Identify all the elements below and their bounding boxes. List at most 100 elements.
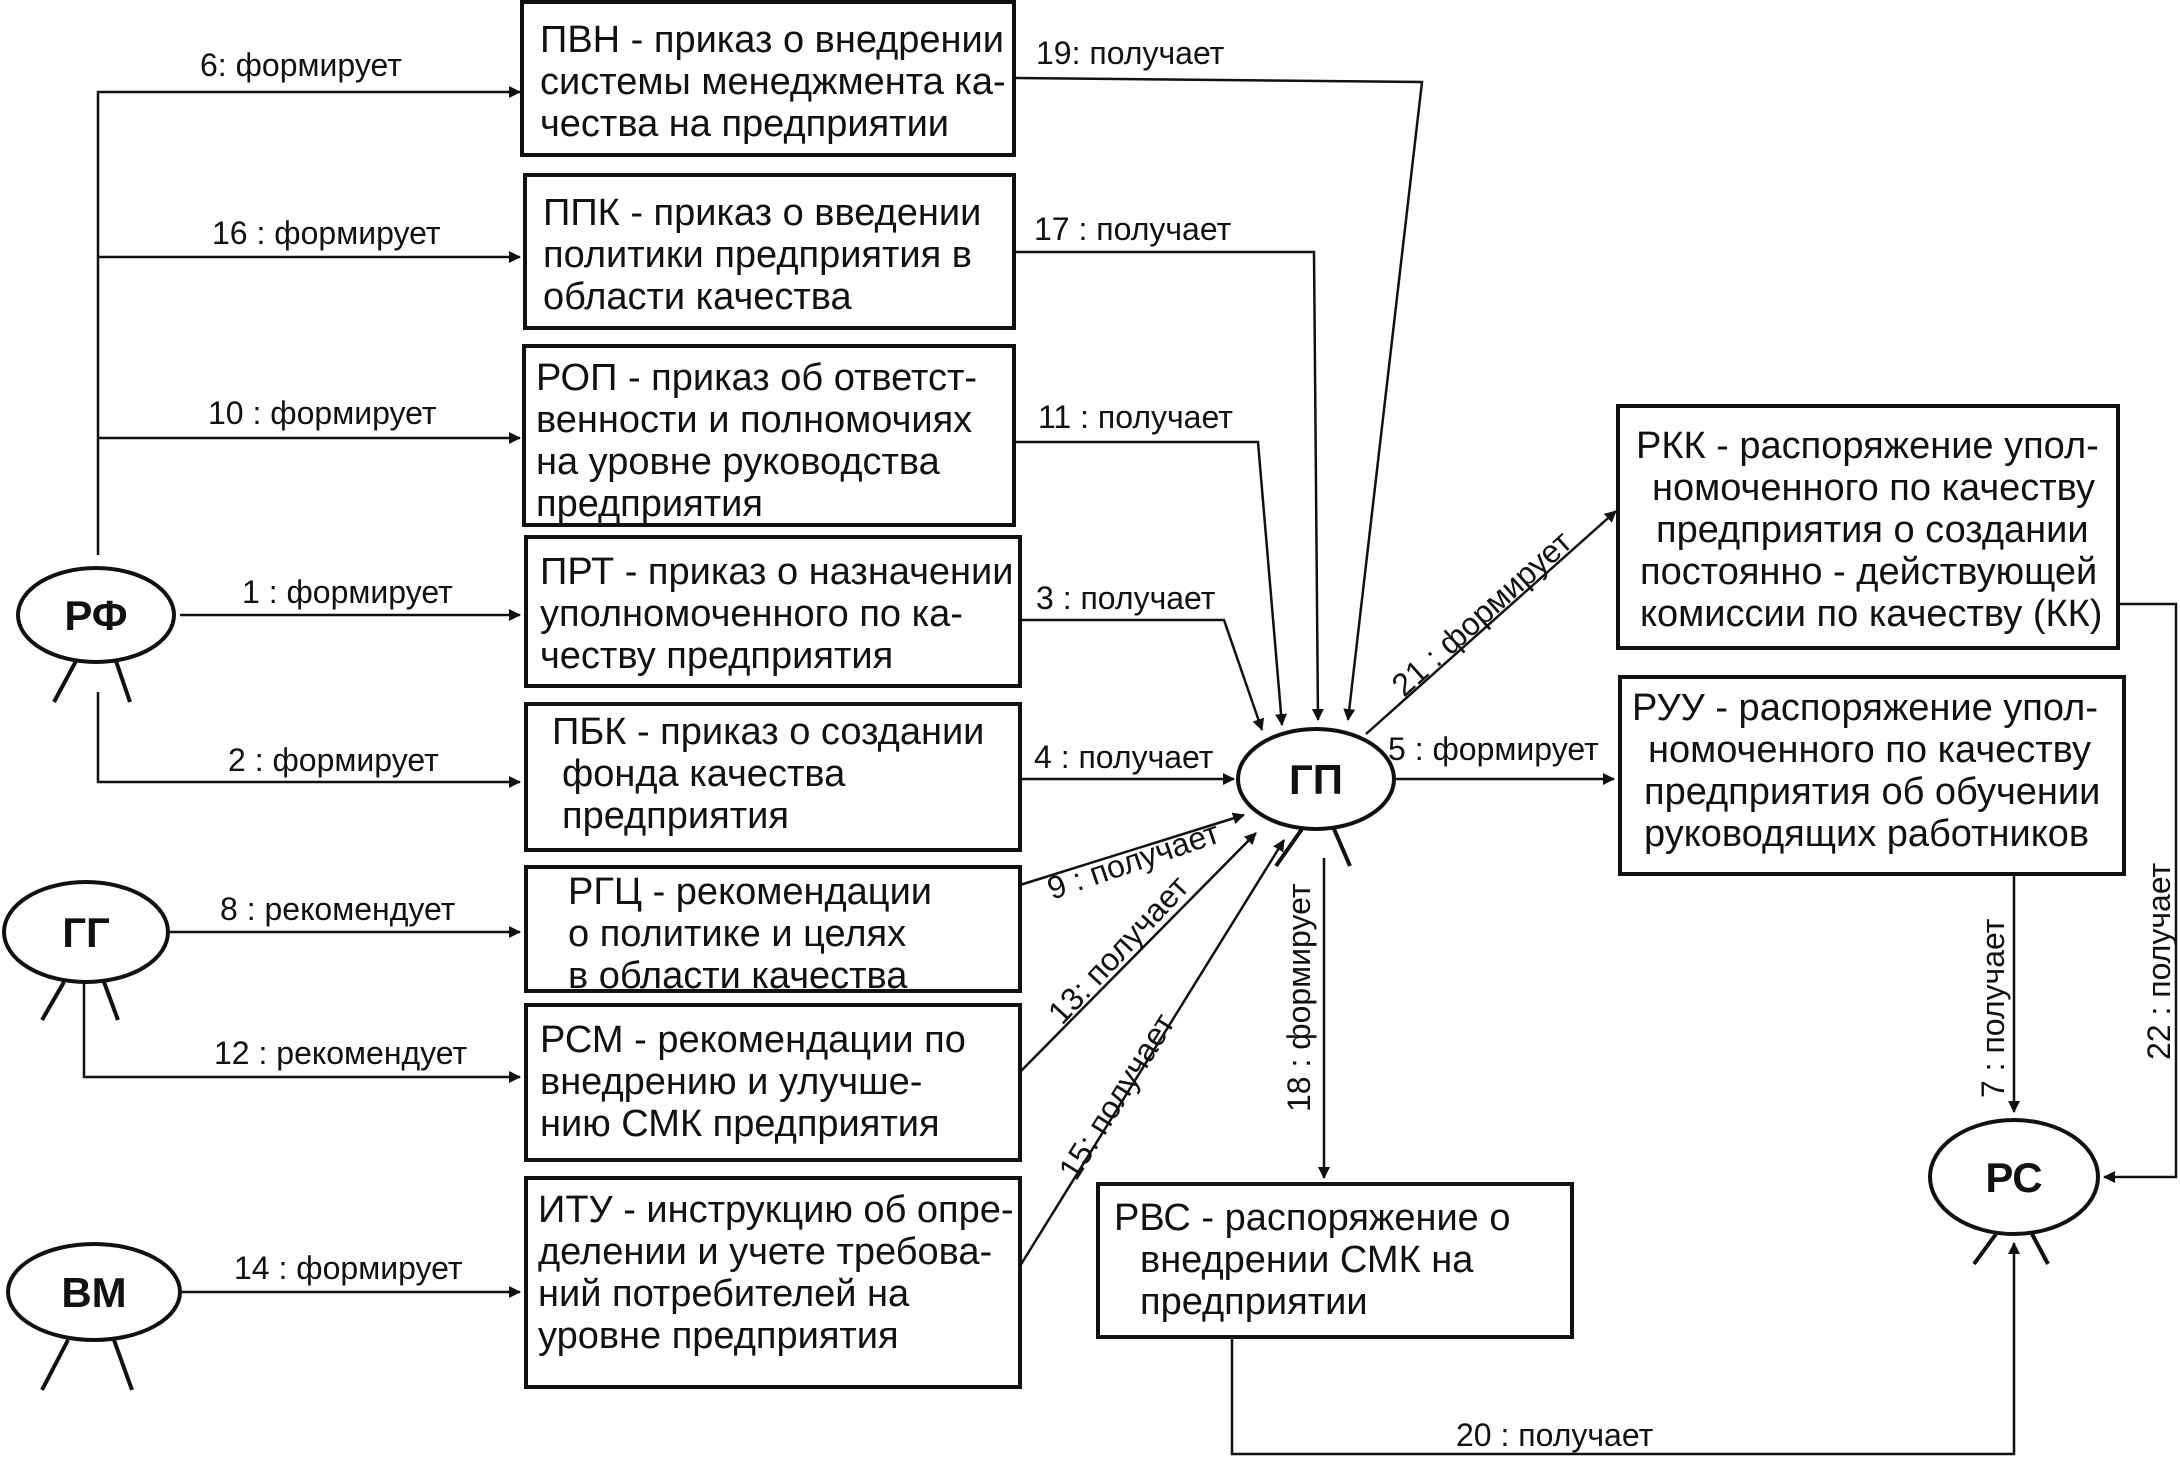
connector-16: 16 : формирует [98, 215, 521, 263]
connector-label-16: 16 : формирует [212, 215, 441, 251]
box-ppk: ППК - приказ о введении политики предпри… [523, 173, 1016, 330]
connector-20: 20 : получает [1230, 1242, 2020, 1456]
connector-label-19: 19: получает [1036, 35, 1225, 71]
connector-19: 19: получает [1013, 35, 1424, 721]
box-prt: ПРТ - приказ о назначении уполномоченног… [524, 535, 1022, 688]
connector-label-22: 22 : получает [2141, 862, 2177, 1060]
box-rkk-line-1: РКК - распоряжение упол- [1636, 425, 2099, 467]
box-ruu-line-3: предприятия об обучении [1644, 771, 2100, 813]
box-rkk-line-2: номоченного по качеству [1652, 467, 2095, 509]
actor-gg: ГГ [2, 880, 170, 1022]
actor-rf-label: РФ [64, 592, 127, 639]
actor-vm-label: ВМ [61, 1269, 126, 1316]
box-rgc: РГЦ - рекомендации о политике и целях в … [524, 865, 1022, 997]
box-pvn-line-2: системы менеджмента ка- [540, 61, 1006, 103]
actor-rf: РФ [16, 566, 176, 703]
connector-label-14: 14 : формирует [234, 1250, 463, 1286]
actor-vm: ВМ [6, 1242, 182, 1391]
connector-label-8: 8 : рекомендует [220, 891, 456, 927]
box-prt-line-2: уполномоченного по ка- [540, 593, 963, 635]
connector-4: 4 : получает [1020, 739, 1235, 785]
box-rop-line-4: предприятия [536, 483, 763, 525]
box-rsm-line-2: внедрению и улучше- [540, 1061, 922, 1103]
connector-2: 2 : формирует [96, 692, 521, 788]
connector-label-12: 12 : рекомендует [214, 1035, 468, 1071]
box-pvn-line-3: чества на предприятии [540, 103, 949, 145]
box-rop-line-1: РОП - приказ об ответст- [536, 357, 977, 399]
connector-label-6: 6: формирует [200, 47, 402, 83]
box-rvs-line-3: предприятии [1140, 1281, 1368, 1323]
box-pvn: ПВН - приказ о внедрении системы менеджм… [520, 0, 1016, 157]
box-rkk: РКК - распоряжение упол- номоченного по … [1616, 404, 2120, 650]
box-itu: ИТУ - инструкцию об опре- делении и учет… [524, 1176, 1022, 1389]
box-rkk-line-3: предприятия о создании [1656, 509, 2089, 551]
box-itu-line-2: делении и учете требова- [538, 1231, 992, 1273]
actor-gg-label: ГГ [62, 909, 110, 956]
connector-11: 11 : получает [1014, 399, 1288, 726]
box-rvs-line-2: внедрении СМК на [1140, 1239, 1474, 1281]
actor-gp: ГП [1236, 727, 1396, 868]
box-prt-line-3: честву предприятия [540, 635, 893, 677]
connector-9: 9 : получает [1019, 812, 1245, 907]
connector-14: 14 : формирует [182, 1250, 521, 1298]
box-rgc-line-3: в области качества [568, 955, 908, 997]
connector-1: 1 : формирует [180, 574, 521, 621]
connector-3: 3 : получает [1014, 580, 1265, 731]
box-rop-line-2: венности и полномочиях [536, 399, 972, 441]
box-rsm-line-1: РСМ - рекомендации по [540, 1019, 966, 1061]
connector-8: 8 : рекомендует [168, 891, 521, 938]
box-pbk: ПБК - приказ о создании фонда качества п… [524, 702, 1022, 852]
connector-label-10: 10 : формирует [208, 395, 437, 431]
box-rkk-line-4: постоянно - действующей [1640, 551, 2097, 593]
box-rvs-line-1: РВС - распоряжение о [1114, 1197, 1511, 1239]
box-ruu-line-1: РУУ - распоряжение упол- [1632, 687, 2098, 729]
connector-label-4: 4 : получает [1034, 739, 1214, 775]
box-pvn-line-1: ПВН - приказ о внедрении [540, 19, 1004, 61]
connector-12: 12 : рекомендует [82, 982, 521, 1083]
box-ruu-line-4: руководящих работников [1644, 813, 2089, 855]
box-prt-line-1: ПРТ - приказ о назначении [540, 551, 1013, 593]
connector-label-20: 20 : получает [1456, 1417, 1654, 1453]
box-itu-line-1: ИТУ - инструкцию об опре- [538, 1189, 1014, 1231]
connector-21: 21 : формирует [1365, 510, 1617, 735]
connector-label-18: 18 : формирует [1281, 883, 1317, 1112]
connector-5: 5 : формирует [1388, 731, 1615, 785]
box-pbk-line-1: ПБК - приказ о создании [552, 711, 984, 753]
box-ppk-line-1: ППК - приказ о введении [543, 192, 981, 234]
box-ruu-line-2: номоченного по качеству [1648, 729, 2091, 771]
box-rkk-line-5: комиссии по качеству (КК) [1640, 593, 2102, 635]
box-itu-line-3: ний потребителей на [538, 1273, 910, 1315]
box-pbk-line-2: фонда качества [562, 753, 846, 795]
box-rsm: РСМ - рекомендации по внедрению и улучше… [524, 1003, 1022, 1162]
box-rgc-line-1: РГЦ - рекомендации [568, 871, 932, 913]
connector-6: 6: формирует [96, 47, 521, 555]
connector-label-3: 3 : получает [1036, 580, 1216, 616]
connector-7: 7 : получает [1975, 876, 2020, 1113]
box-rsm-line-3: нию СМК предприятия [540, 1103, 940, 1145]
box-ruu: РУУ - распоряжение упол- номоченного по … [1618, 675, 2126, 876]
box-rgc-line-2: о политике и целях [568, 913, 906, 955]
connector-18: 18 : формирует [1281, 858, 1330, 1179]
connector-label-21: 21 : формирует [1385, 523, 1579, 703]
connector-10: 10 : формирует [98, 395, 521, 444]
connector-label-11: 11 : получает [1038, 399, 1233, 435]
box-rop: РОП - приказ об ответст- венности и полн… [522, 344, 1016, 527]
actor-gp-label: ГП [1289, 756, 1343, 803]
actor-rs-label: РС [1985, 1154, 2042, 1201]
connector-label-7: 7 : получает [1975, 918, 2011, 1098]
connector-22: 22 : получает [2103, 602, 2178, 1183]
connector-label-2: 2 : формирует [228, 742, 439, 778]
box-rvs: РВС - распоряжение о внедрении СМК на пр… [1096, 1182, 1574, 1339]
box-pbk-line-3: предприятия [562, 795, 789, 837]
connector-17: 17 : получает [1014, 211, 1324, 721]
box-itu-line-4: уровне предприятия [538, 1315, 899, 1357]
connector-label-1: 1 : формирует [242, 574, 453, 610]
connector-label-5: 5 : формирует [1388, 731, 1599, 767]
connector-label-15: 15: получает [1051, 1007, 1182, 1186]
actor-rs: РС [1928, 1118, 2100, 1266]
connector-label-17: 17 : получает [1034, 211, 1232, 247]
box-ppk-line-2: политики предприятия в [543, 234, 972, 276]
box-rop-line-3: на уровне руководства [536, 441, 941, 483]
box-ppk-line-3: области качества [543, 276, 853, 318]
